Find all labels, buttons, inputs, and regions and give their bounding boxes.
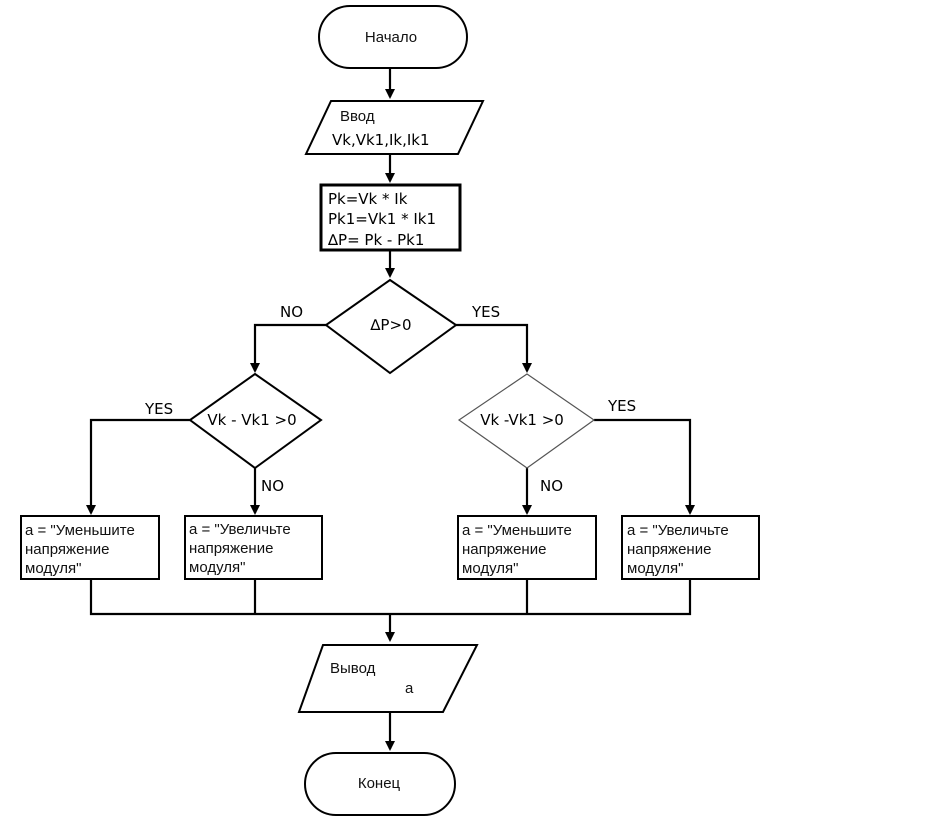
start-node: Начало — [318, 5, 468, 69]
input-label: Ввод — [340, 108, 375, 125]
start-label: Начало — [365, 29, 417, 46]
box-rr-line-1: a = "Увеличьте — [627, 522, 729, 539]
label-left-yes: YES — [144, 400, 173, 418]
end-label: Конец — [358, 775, 401, 792]
box-rr-line-2: напряжение — [627, 541, 711, 558]
label-main-yes: YES — [471, 303, 500, 321]
output-label: Вывод — [330, 660, 376, 677]
output-var: a — [405, 680, 414, 697]
box-rl-line-1: a = "Уменьшите — [462, 522, 572, 539]
arrow-main-no — [250, 323, 326, 373]
input-node: Ввод Vk,Vk1,Ik,Ik1 — [304, 100, 485, 155]
box-ll-line-2: напряжение — [25, 541, 109, 558]
decision-main: ∆P>0 — [324, 278, 458, 375]
action-box-increase-right: a = "Увеличьте напряжение модуля" — [621, 515, 760, 580]
arrow-main-yes — [456, 323, 532, 373]
action-box-decrease-right: a = "Уменьшите напряжение модуля" — [457, 515, 597, 580]
compute-line-3: ∆P= Pk - Pk1 — [327, 231, 424, 249]
end-node: Конец — [304, 752, 456, 816]
output-node: Вывод a — [297, 644, 479, 713]
label-right-yes: YES — [607, 397, 636, 415]
box-lr-line-2: напряжение — [189, 540, 273, 557]
decision-left: Vk - Vk1 >0 — [188, 372, 323, 470]
compute-node: Pk=Vk * Ik Pk1=Vk1 * Ik1 ∆P= Pk - Pk1 — [319, 183, 462, 252]
box-lr-line-3: модуля" — [189, 559, 245, 576]
arrow-right-yes — [594, 418, 695, 515]
compute-line-1: Pk=Vk * Ik — [328, 190, 408, 208]
label-main-no: NO — [280, 303, 303, 321]
action-box-increase-left: a = "Увеличьте напряжение модуля" — [184, 515, 323, 580]
box-ll-line-1: a = "Уменьшите — [25, 522, 135, 539]
connectors — [86, 68, 695, 751]
label-right-no: NO — [540, 477, 563, 495]
input-vars: Vk,Vk1,Ik,Ik1 — [332, 131, 430, 149]
box-rl-line-2: напряжение — [462, 541, 546, 558]
decision-left-label: Vk - Vk1 >0 — [207, 411, 296, 429]
arrow-left-yes — [86, 418, 190, 515]
decision-right-label: Vk -Vk1 >0 — [480, 411, 564, 429]
decision-right: Vk -Vk1 >0 — [457, 373, 596, 469]
decision-main-label: ∆P>0 — [369, 316, 411, 334]
box-ll-line-3: модуля" — [25, 560, 81, 577]
label-left-no: NO — [261, 477, 284, 495]
action-box-decrease-left: a = "Уменьшите напряжение модуля" — [20, 515, 160, 580]
box-rl-line-3: модуля" — [462, 560, 518, 577]
compute-line-2: Pk1=Vk1 * Ik1 — [328, 210, 436, 228]
merge-line — [89, 580, 692, 616]
box-rr-line-3: модуля" — [627, 560, 683, 577]
box-lr-line-1: a = "Увеличьте — [189, 521, 291, 538]
